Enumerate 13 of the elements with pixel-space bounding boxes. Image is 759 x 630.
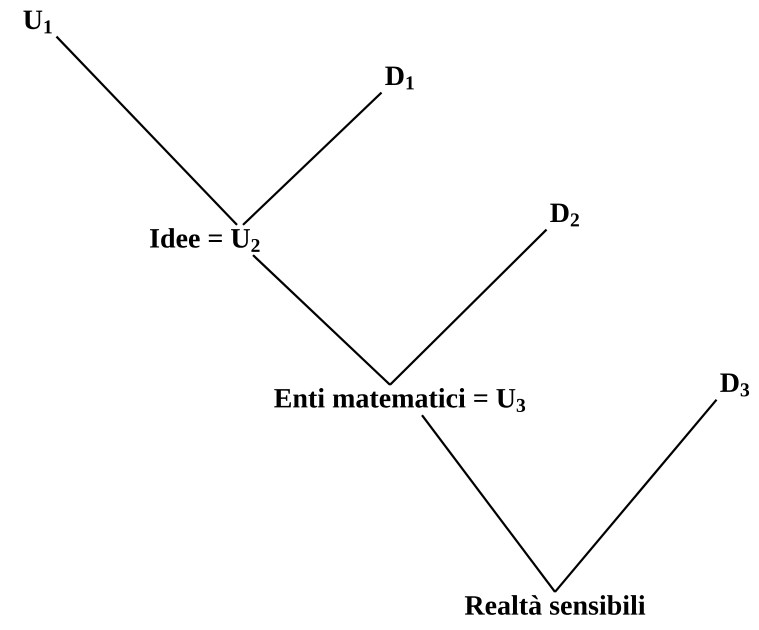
connector-line [421,414,556,593]
connector-line [554,398,718,593]
connector-line [252,254,391,386]
node-label: U$_{1}$ [23,10,52,34]
connector-line [389,228,548,386]
node-label: D$_{2}$ [550,204,579,226]
node-label: Enti matematici = U$_{3}$ [274,388,526,412]
connector-line [242,92,382,226]
connector-line [56,36,238,226]
node-label: D$_{1}$ [385,66,414,90]
node-label: Realtà sensibili [464,595,646,615]
node-label: D$_{3}$ [720,374,750,396]
node-label: Idee = U$_{2}$ [150,228,260,252]
